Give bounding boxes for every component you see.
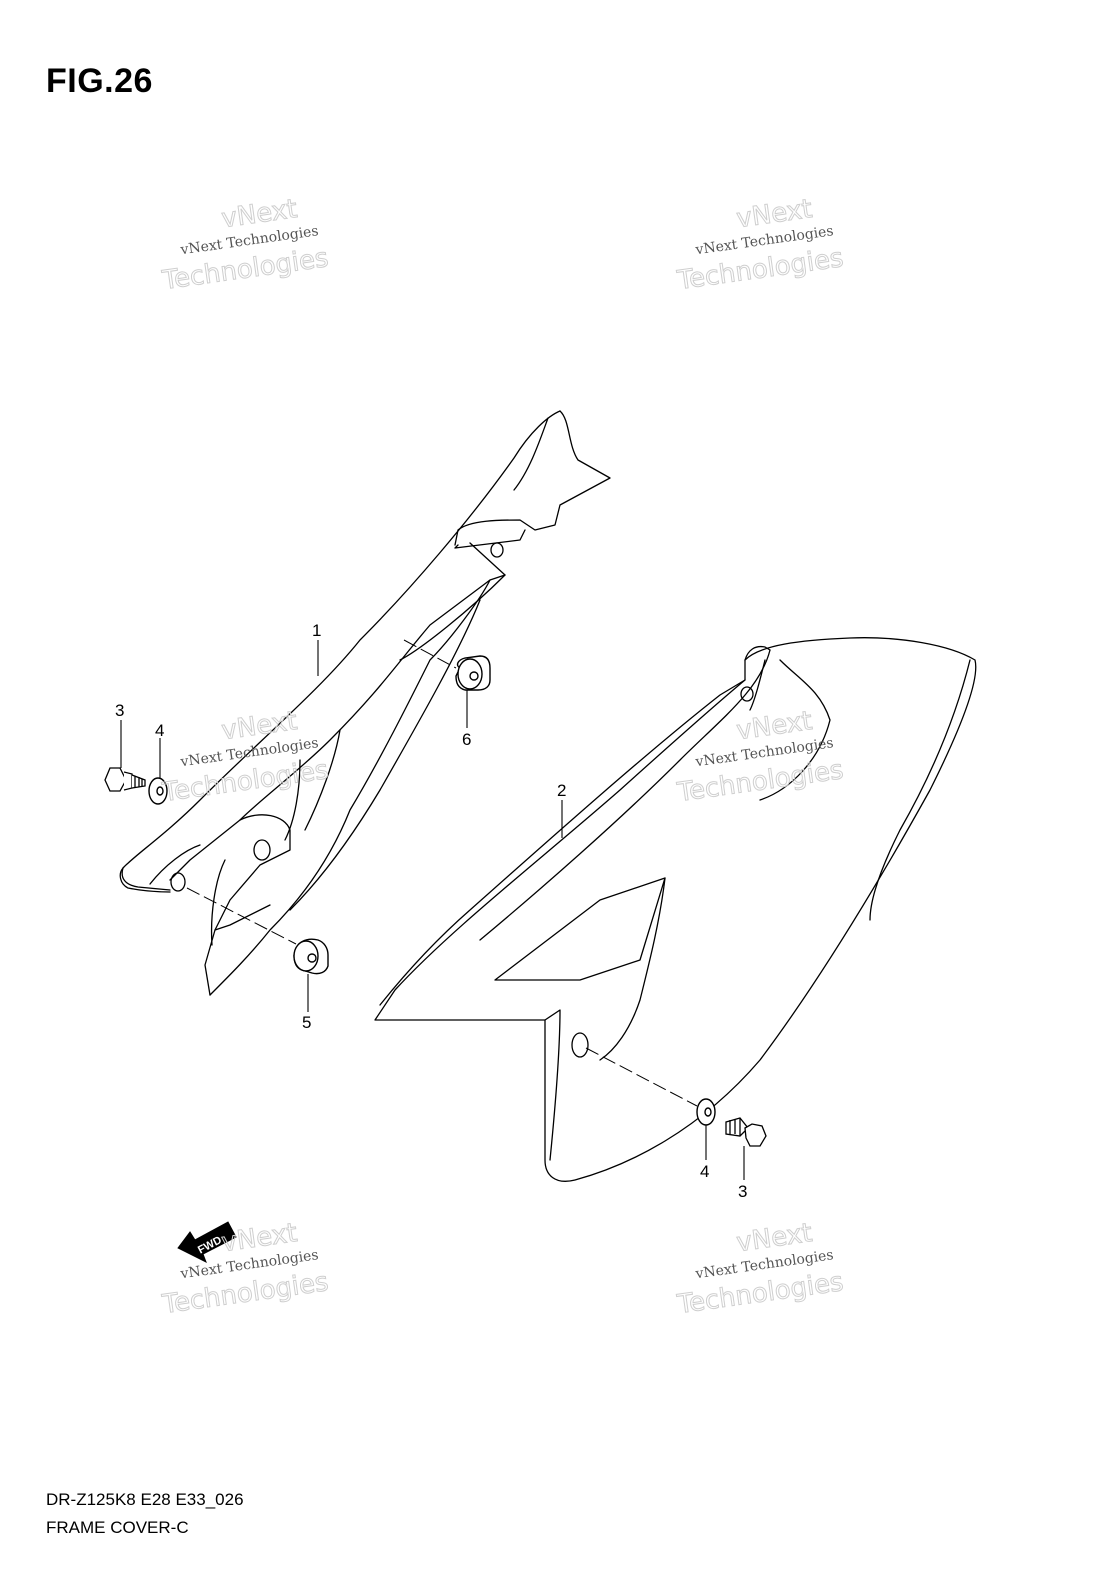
figure-title: FIG.26 (46, 62, 153, 100)
part-label-2: 2 (557, 781, 566, 800)
part-label-3-right: 3 (738, 1182, 747, 1201)
model-code: DR-Z125K8 E28 E33_026 (46, 1490, 244, 1509)
part-label-4-left: 4 (155, 721, 164, 740)
washer-part-4-left (148, 777, 168, 805)
part-label-4-right: 4 (700, 1162, 709, 1181)
part-label-1: 1 (312, 621, 321, 640)
frame-cover-left (119, 410, 611, 996)
watermark-bottom-right: vNext vNext Technologies Technologies (674, 1217, 846, 1320)
watermark-mid-left: vNext vNext Technologies Technologies (159, 705, 331, 808)
washer-part-4-right (696, 1098, 716, 1126)
leader-lines (120, 640, 745, 1180)
watermark-top-left: vNext vNext Technologies Technologies (159, 193, 331, 296)
bolt-part-3-right (725, 1117, 767, 1147)
part-label-5: 5 (302, 1013, 311, 1032)
bolt-part-3-left (104, 767, 146, 792)
grommet-part-5 (293, 938, 329, 975)
grommet-part-6 (455, 655, 491, 691)
section-name: FRAME COVER-C (46, 1518, 189, 1537)
diagram-footer: DR-Z125K8 E28 E33_026 FRAME COVER-C (46, 1486, 244, 1542)
assembly-lines (186, 639, 698, 1107)
watermark-bottom-left: vNext vNext Technologies Technologies (159, 1217, 331, 1320)
watermark-mid-right: vNext vNext Technologies Technologies (674, 705, 846, 808)
part-label-3-left: 3 (115, 701, 124, 720)
frame-cover-right (374, 637, 977, 1182)
watermark-top-right: vNext vNext Technologies Technologies (674, 193, 846, 296)
part-label-6: 6 (462, 730, 471, 749)
